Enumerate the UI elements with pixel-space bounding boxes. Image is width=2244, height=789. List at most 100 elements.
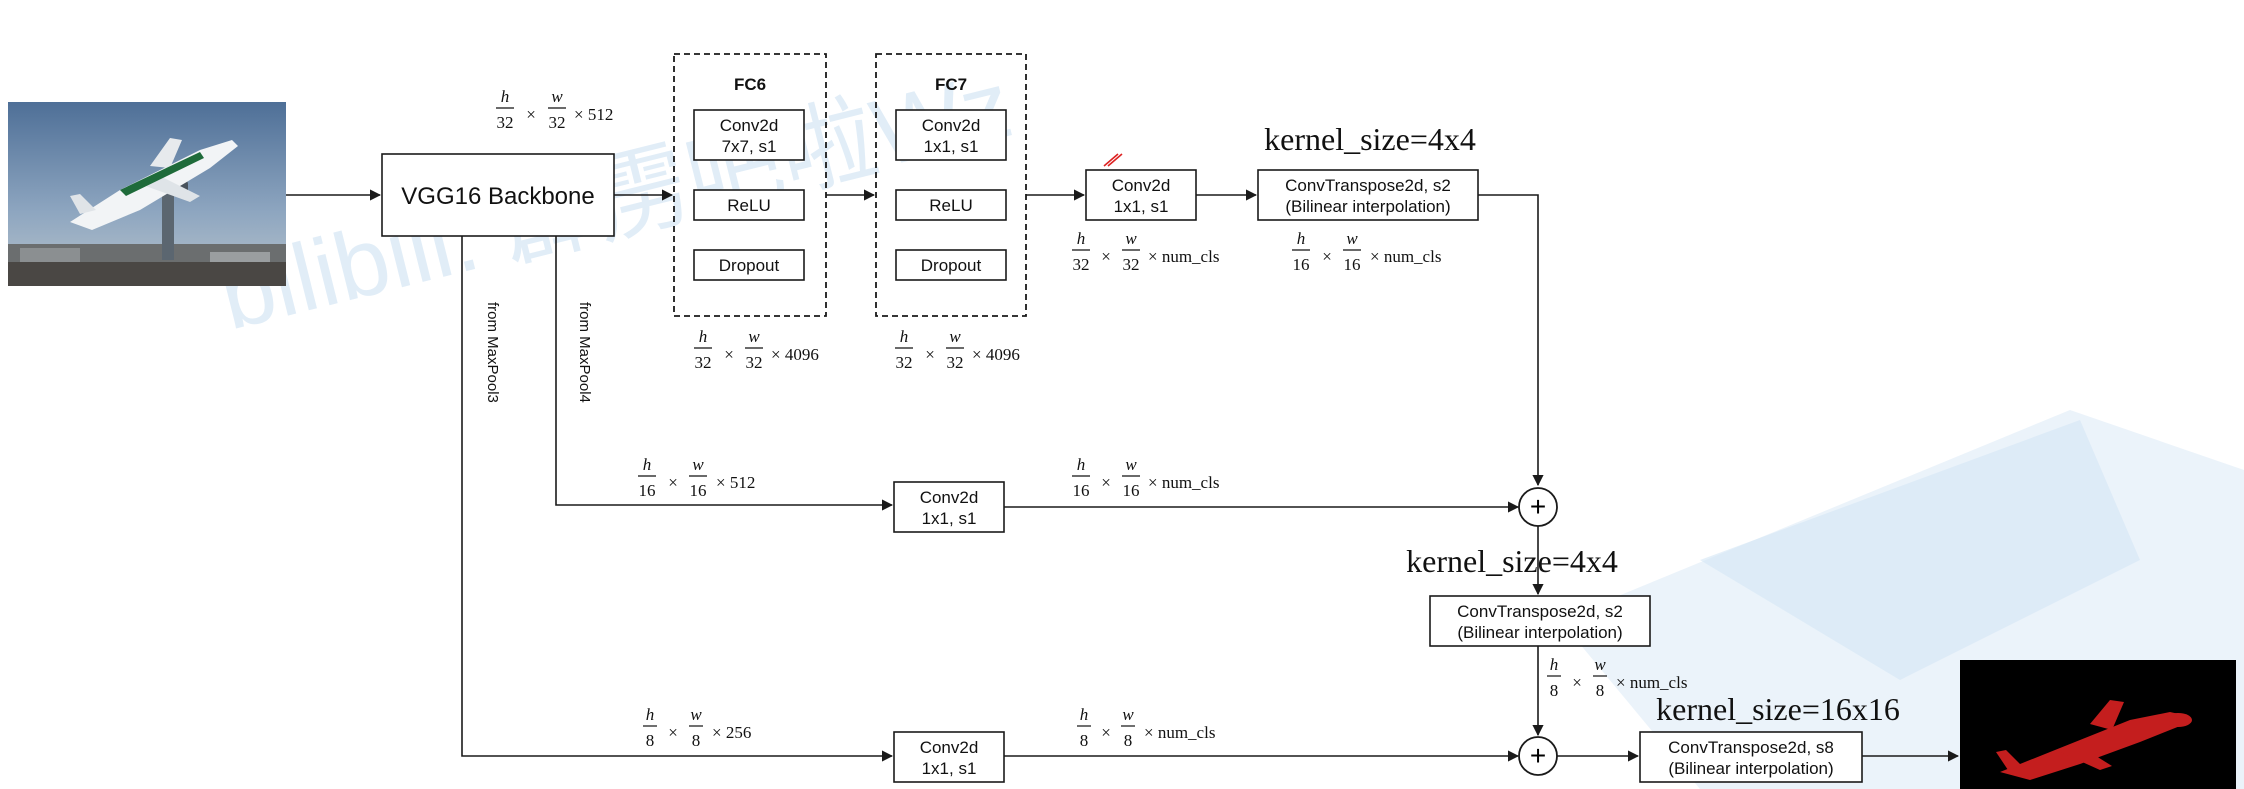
- pool3-conv-label: Conv2d: [920, 738, 979, 757]
- svg-text:h: h: [1297, 229, 1306, 248]
- upsample2-box: [1429, 595, 1651, 647]
- input-image: [8, 102, 286, 286]
- svg-text:w: w: [690, 705, 702, 724]
- svg-text:w: w: [1346, 229, 1358, 248]
- svg-text:× 4096: × 4096: [972, 345, 1020, 364]
- output-segmentation-image: [1960, 660, 2236, 789]
- fc7-relu-label: ReLU: [929, 196, 972, 215]
- svg-text:32: 32: [746, 353, 763, 372]
- svg-text:×: ×: [1572, 673, 1582, 692]
- pool3-input-dims: h 8 × w 8 × 256: [643, 705, 751, 750]
- fc7-output-dims: h 32 × w 32 × 4096: [895, 327, 1020, 372]
- pool4-branch-label: from MaxPool4: [576, 302, 593, 403]
- upsample1-box: [1257, 169, 1479, 221]
- svg-text:8: 8: [692, 731, 701, 750]
- fc7-dropout-box: [895, 249, 1007, 281]
- fc6-title: FC6: [734, 75, 766, 94]
- cursor-mark-icon: [1103, 153, 1123, 167]
- fc6-relu-label: ReLU: [727, 196, 770, 215]
- svg-text:w: w: [1125, 229, 1137, 248]
- pool3-branch-label: from MaxPool3: [484, 302, 501, 403]
- upsample3-label: ConvTranspose2d, s8: [1668, 738, 1834, 757]
- svg-text:32: 32: [497, 113, 514, 132]
- fc7-conv-label: Conv2d: [922, 116, 981, 135]
- svg-text:w: w: [949, 327, 961, 346]
- pool4-conv-params: 1x1, s1: [922, 509, 977, 528]
- score-conv-output-dims: h 32 × w 32 × num_cls: [1072, 229, 1219, 274]
- svg-text:h: h: [646, 705, 655, 724]
- svg-text:h: h: [1550, 655, 1559, 674]
- svg-text:32: 32: [1073, 255, 1090, 274]
- airplane-mask-icon: [1996, 700, 2192, 780]
- svg-text:32: 32: [947, 353, 964, 372]
- upsample2-kernel-label: kernel_size=4x4: [1406, 543, 1618, 579]
- svg-text:32: 32: [896, 353, 913, 372]
- upsample1-to-add1-arrow: [1478, 194, 1544, 487]
- svg-text:w: w: [1122, 705, 1134, 724]
- score-conv-params: 1x1, s1: [1114, 197, 1169, 216]
- fc7-dropout-label: Dropout: [921, 256, 982, 275]
- svg-text:+: +: [1530, 491, 1546, 522]
- pool4-to-conv-arrow: [555, 236, 894, 511]
- svg-text:h: h: [900, 327, 909, 346]
- svg-text:h: h: [501, 87, 510, 106]
- svg-text:w: w: [748, 327, 760, 346]
- svg-text:× 512: × 512: [574, 105, 613, 124]
- svg-text:16: 16: [690, 481, 707, 500]
- fc6-output-dims: h 32 × w 32 × 4096: [694, 327, 819, 372]
- upsample1-output-dims: h 16 × w 16 × num_cls: [1292, 229, 1441, 274]
- svg-text:8: 8: [646, 731, 655, 750]
- svg-text:× num_cls: × num_cls: [1616, 673, 1687, 692]
- fc6-block: [673, 53, 827, 317]
- svg-text:8: 8: [1596, 681, 1605, 700]
- pool3-output-dims: h 8 × w 8 × num_cls: [1077, 705, 1215, 750]
- svg-text:16: 16: [639, 481, 656, 500]
- svg-text:w: w: [551, 87, 563, 106]
- svg-text:× 512: × 512: [716, 473, 755, 492]
- pool4-conv-box: [893, 481, 1005, 533]
- svg-text:×: ×: [526, 105, 536, 124]
- upsample3-kernel-label: kernel_size=16x16: [1656, 691, 1900, 727]
- svg-text:8: 8: [1080, 731, 1089, 750]
- svg-text:×: ×: [668, 473, 678, 492]
- upsample3-method: (Bilinear interpolation): [1668, 759, 1833, 778]
- fc6-relu-box: [693, 189, 805, 221]
- svg-text:8: 8: [1124, 731, 1133, 750]
- svg-text:×: ×: [1101, 723, 1111, 742]
- pool4-output-dims: h 16 × w 16 × num_cls: [1072, 455, 1219, 500]
- pool4-conv-label: Conv2d: [920, 488, 979, 507]
- svg-text:×: ×: [1101, 473, 1111, 492]
- fc6-dropout-label: Dropout: [719, 256, 780, 275]
- svg-text:32: 32: [1123, 255, 1140, 274]
- svg-text:×: ×: [925, 345, 935, 364]
- svg-text:× num_cls: × num_cls: [1144, 723, 1215, 742]
- fc7-relu-box: [895, 189, 1007, 221]
- upsample3-box: [1639, 731, 1863, 783]
- pool3-conv-box: [893, 731, 1005, 783]
- upsample2-output-dims: h 8 × w 8 × num_cls: [1547, 655, 1687, 700]
- vgg16-backbone-label: VGG16 Backbone: [401, 183, 594, 210]
- svg-text:h: h: [1080, 705, 1089, 724]
- svg-text:w: w: [1594, 655, 1606, 674]
- fc7-conv-params: 1x1, s1: [924, 137, 979, 156]
- fc7-block: [875, 53, 1027, 317]
- svg-text:× num_cls: × num_cls: [1148, 247, 1219, 266]
- svg-text:× 4096: × 4096: [771, 345, 819, 364]
- svg-text:16: 16: [1293, 255, 1310, 274]
- fc6-conv-params: 7x7, s1: [722, 137, 777, 156]
- fc6-dropout-box: [693, 249, 805, 281]
- svg-text:×: ×: [1322, 247, 1332, 266]
- airplane-icon: [70, 138, 238, 230]
- fc7-conv-box: [895, 109, 1007, 161]
- svg-text:× num_cls: × num_cls: [1370, 247, 1441, 266]
- upsample1-label: ConvTranspose2d, s2: [1285, 176, 1451, 195]
- backbone-output-dims: h 32 × w 32 × 512: [496, 87, 613, 132]
- svg-text:h: h: [699, 327, 708, 346]
- pool4-input-dims: h 16 × w 16 × 512: [638, 455, 755, 500]
- pool3-conv-params: 1x1, s1: [922, 759, 977, 778]
- add-node-2: +: [1518, 736, 1558, 776]
- svg-text:w: w: [1125, 455, 1137, 474]
- upsample1-method: (Bilinear interpolation): [1285, 197, 1450, 216]
- svg-text:h: h: [1077, 455, 1086, 474]
- upsample1-kernel-label: kernel_size=4x4: [1264, 121, 1476, 157]
